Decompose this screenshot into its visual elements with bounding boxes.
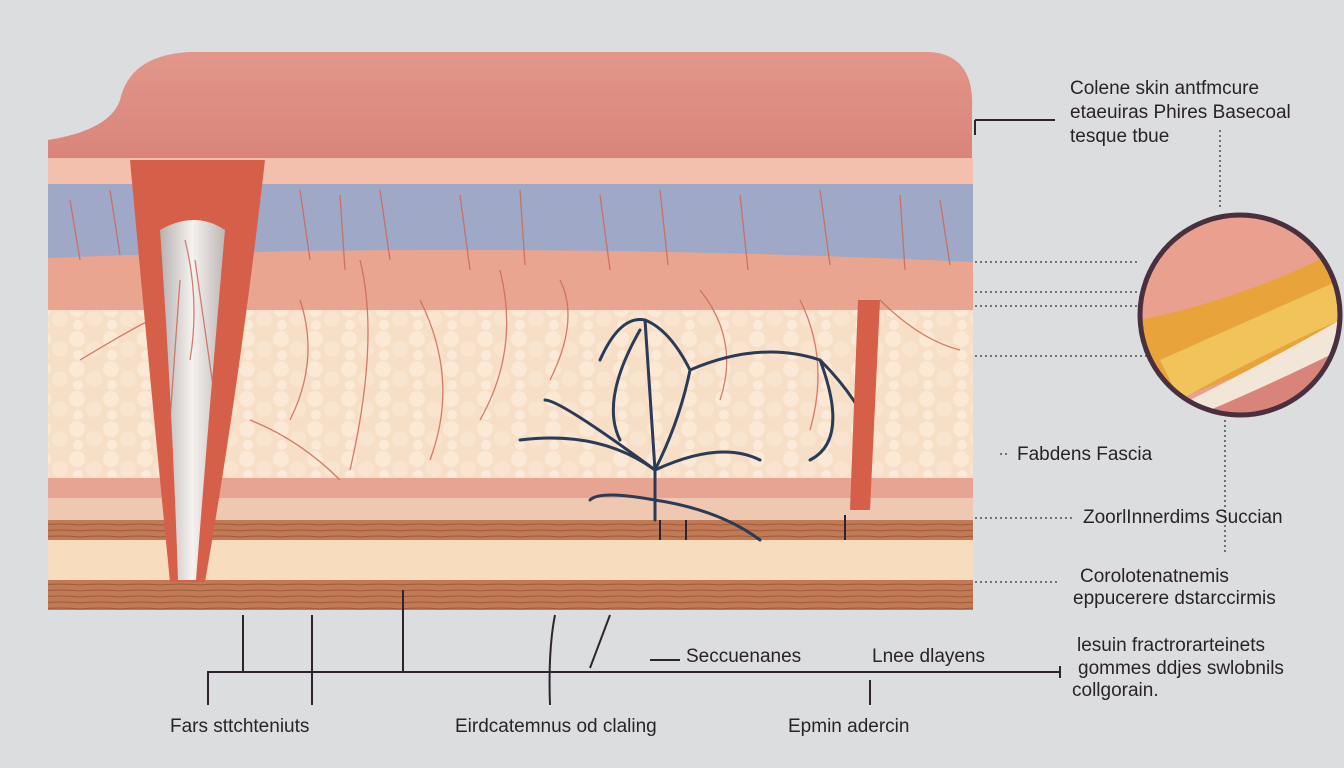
vessel-right [850,300,880,510]
leader-lines [207,119,1226,706]
label-dermis-line-1: Corolotenatnemis [1080,566,1229,587]
title-label: Colene skin antfmcure etaeuiras Phires B… [1070,78,1291,147]
label-epmin: Epmin adercin [788,716,909,737]
label-eirdcat: Eirdcatemnus od claling [455,716,657,737]
fascia-band [48,478,973,500]
zoom-inset [1137,212,1343,418]
epidermis-top [48,52,973,160]
label-fascia: Fabdens Fascia [1017,444,1153,465]
nerve-network [518,318,867,542]
papillary-layer [48,249,973,312]
title-line-1: Colene skin antfmcure [1070,78,1259,99]
hair-follicle [130,160,265,582]
label-layers: Lnee dlayens [872,646,985,667]
muscle-band-lower [48,580,973,610]
skin-cross-section [48,52,973,610]
label-dermis-line-2: eppucerere dstarccirmis [1073,588,1276,609]
title-line-2: etaeuiras Phires Basecoal [1070,102,1291,123]
label-collagen-line-3: collgorain. [1072,680,1159,701]
title-line-3: tesque tbue [1070,126,1169,147]
label-collagen-line-1: lesuin fractrorarteinets [1077,635,1265,656]
blood-vessels [69,189,961,481]
label-fars: Fars sttchteniuts [170,716,309,737]
label-collagen-line-2: gommes ddjes swlobnils [1078,658,1284,679]
label-inner: ZoorlInnerdims Succian [1083,507,1283,528]
label-sections: Seccuenanes [686,646,801,667]
muscle-band-upper [48,520,973,542]
